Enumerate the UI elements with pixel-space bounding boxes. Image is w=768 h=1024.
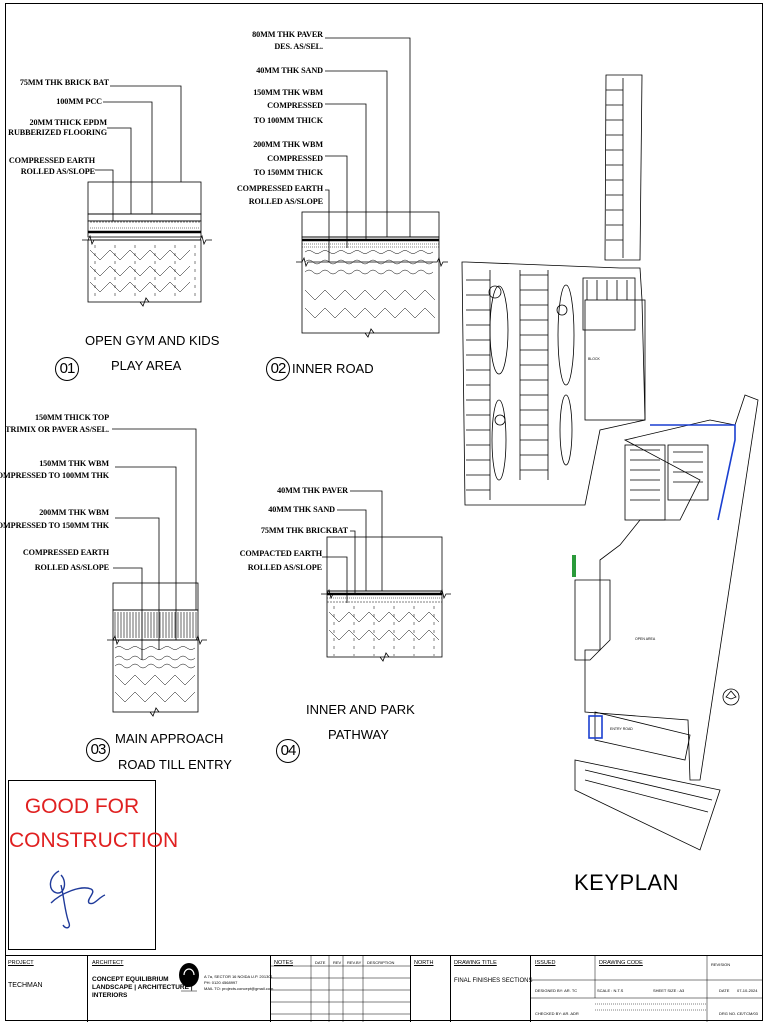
- tb-checked-by: CHECKED BY: AR. ADR: [535, 1011, 579, 1016]
- section-04-layer-3: 75MM THK BRICKBAT: [260, 526, 348, 535]
- section-03-title-line-1: MAIN APPROACH: [115, 731, 224, 746]
- section-01-layer-3a: 20MM THICK EPDM: [29, 118, 108, 127]
- section-04-layer-1: 40MM THK PAVER: [277, 486, 348, 495]
- tb-notes-col-desc: DESCRIPTION: [367, 960, 395, 965]
- svg-text:BLOCK: BLOCK: [588, 357, 601, 361]
- tb-north: NORTH: [411, 956, 451, 1022]
- tb-notes-col-revby: REV.BY: [347, 960, 362, 965]
- section-02-layer-3c: TO 100MM THICK: [253, 116, 323, 125]
- keyplan-highlight-blue: [588, 424, 736, 739]
- section-04-layer-2: 40MM THK SAND: [268, 505, 335, 514]
- tb-drawing-title-value: FINAL FINISHES SECTIONS: [454, 978, 533, 984]
- section-03-layer-3b: COMPRESSED TO 150MM THK: [0, 521, 109, 530]
- stamp-line-2: CONSTRUCTION: [9, 829, 179, 852]
- section-02-layer-3a: 150MM THK WBM: [253, 88, 323, 97]
- tb-issued-grid: [531, 956, 763, 1022]
- tb-dwg-no-label: DRG NO. :: [719, 1011, 739, 1016]
- tb-designed-by: DESIGNED BY: AR. TC: [535, 988, 578, 993]
- section-02-layer-4a: 200MM THK WBM: [253, 140, 323, 149]
- section-03-number: 03: [86, 738, 110, 762]
- tb-architect-label: ARCHITECT: [92, 960, 124, 966]
- tb-date-label: DATE: [719, 988, 730, 993]
- section-02-layer-5a: COMPRESSED EARTH: [236, 184, 323, 193]
- svg-text:OPEN AREA: OPEN AREA: [635, 637, 656, 641]
- section-03-layer-4b: ROLLED AS/SLOPE: [34, 563, 109, 572]
- approval-stamp: GOOD FOR CONSTRUCTION: [8, 780, 179, 950]
- tb-project-label: PROJECT: [8, 960, 34, 966]
- section-02-number: 02: [266, 357, 290, 381]
- tb-notes-grid: [271, 956, 411, 1022]
- section-02-layer-4b: COMPRESSED: [267, 154, 323, 163]
- section-02-layer-3b: COMPRESSED: [267, 101, 323, 110]
- tb-issued-block: ISSUED DRAWING CODE REVISION DESIGNED BY…: [531, 956, 763, 1022]
- section-01-title-line-1: OPEN GYM AND KIDS: [85, 333, 220, 348]
- section-02-layer-2: 40MM THK SAND: [256, 66, 323, 75]
- section-01-layer-4a: COMPRESSED EARTH: [8, 156, 95, 165]
- section-02-layer-4c: TO 150MM THICK: [253, 168, 323, 177]
- tb-project-value: TECHMAN: [8, 982, 43, 989]
- architect-logo: [179, 963, 199, 992]
- tb-notes: NOTES DATE REV REV.BY DESCRIPTION: [271, 956, 411, 1022]
- tb-north-label: NORTH: [414, 960, 434, 966]
- section-03-layer-1a: 150MM THICK TOP: [34, 413, 109, 422]
- section-03-layer-4a: COMPRESSED EARTH: [22, 548, 109, 557]
- stamp-line-1: GOOD FOR: [24, 795, 140, 818]
- tb-scale: SCALE : N.T.S: [597, 988, 624, 993]
- section-03-layer-3a: 200MM THK WBM: [39, 508, 109, 517]
- section-04-title-line-2: PATHWAY: [328, 727, 389, 742]
- section-01-number: 01: [55, 357, 79, 381]
- section-03-layer-1b: TRIMIX OR PAVER AS/SEL.: [5, 425, 109, 434]
- tb-dwg-no-value: CE/TCM/03: [737, 1011, 758, 1016]
- section-03-title-line-2: ROAD TILL ENTRY: [118, 757, 232, 772]
- section-01-layer-4b: ROLLED AS/SLOPE: [20, 167, 95, 176]
- tb-drawing-code-label: DRAWING CODE: [599, 960, 643, 966]
- tb-architect: ARCHITECT CONCEPT EQUILIBRIUM LANDSCAPE …: [88, 956, 273, 1022]
- section-01-layer-3b: RUBBERIZED FLOORING: [8, 128, 107, 137]
- section-04-layer-4b: ROLLED AS/SLOPE: [247, 563, 322, 572]
- title-block: PROJECT TECHMAN ARCHITECT CONCEPT EQUILI…: [5, 955, 763, 1022]
- tb-drawing-title-label: DRAWING TITLE: [454, 960, 497, 966]
- tb-drawing-title: DRAWING TITLE FINAL FINISHES SECTIONS: [451, 956, 533, 1022]
- section-01-layer-1: 75MM THK BRICK BAT: [19, 78, 109, 87]
- section-04-title-line-1: INNER AND PARK: [306, 702, 415, 717]
- tb-architect-line-2: LANDSCAPE | ARCHITECTURE |: [92, 984, 193, 991]
- tb-issued-label: ISSUED: [535, 960, 556, 966]
- tb-date-value: 07-10-2024: [737, 988, 758, 993]
- section-02-title-line-1: INNER ROAD: [292, 361, 374, 376]
- section-01-title-line-2: PLAY AREA: [111, 358, 182, 373]
- section-03-layer-2a: 150MM THK WBM: [39, 459, 109, 468]
- tb-architect-line-1: CONCEPT EQUILIBRIUM: [92, 976, 169, 983]
- tb-sheet-size: SHEET SIZE : A3: [653, 988, 685, 993]
- keyplan-highlight-green: [572, 555, 576, 577]
- section-04-number: 04: [276, 739, 300, 763]
- drawing-sheet-frame: [5, 3, 763, 1021]
- signature: [49, 870, 106, 929]
- svg-text:ENTRY ROAD: ENTRY ROAD: [610, 727, 633, 731]
- section-02-layer-1a: 80MM THK PAVER: [252, 30, 323, 39]
- tb-revision-label: REVISION: [711, 962, 731, 967]
- tb-notes-col-rev: REV: [333, 960, 342, 965]
- section-01-layer-2: 100MM PCC: [56, 97, 102, 106]
- tb-project: PROJECT TECHMAN: [5, 956, 88, 1022]
- section-04-layer-4a: COMPACTED EARTH: [239, 549, 323, 558]
- section-02-layer-5b: ROLLED AS/SLOPE: [248, 197, 323, 206]
- tb-architect-line-3: INTERIORS: [92, 992, 128, 999]
- section-02-layer-1b: DES. AS/SEL.: [274, 42, 323, 51]
- keyplan-title: KEYPLAN: [574, 870, 679, 895]
- tb-notes-label: NOTES: [274, 960, 293, 966]
- tb-notes-col-date: DATE: [315, 960, 326, 965]
- section-03-layer-2b: COMPRESSED TO 100MM THK: [0, 471, 109, 480]
